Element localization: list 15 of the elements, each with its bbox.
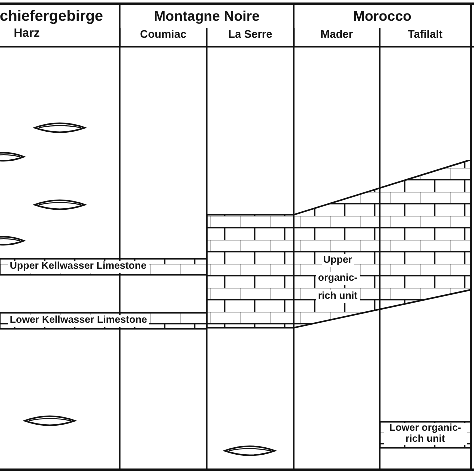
limestone-bed: [0, 258, 207, 276]
limestone-unit: [207, 160, 471, 330]
region-heading: Montagne Noire: [153, 8, 261, 24]
section-heading: La Serre: [227, 29, 274, 42]
limestone-bed: [380, 421, 471, 449]
region-heading: Harz: [13, 26, 42, 40]
region-heading: Morocco: [352, 8, 413, 24]
section-heading: Tafilalt: [407, 29, 444, 42]
region-heading: chiefergebirge: [0, 8, 104, 25]
bed-label: Lower Kellwasser Limestone: [8, 315, 150, 327]
bed-label: Upper Kellwasser Limestone: [8, 261, 149, 273]
section-heading: Coumiac: [139, 29, 188, 42]
unit-label: Lower organic-rich unit: [384, 423, 467, 445]
limestone-bed: [0, 312, 207, 330]
section-heading: Mader: [320, 29, 354, 42]
